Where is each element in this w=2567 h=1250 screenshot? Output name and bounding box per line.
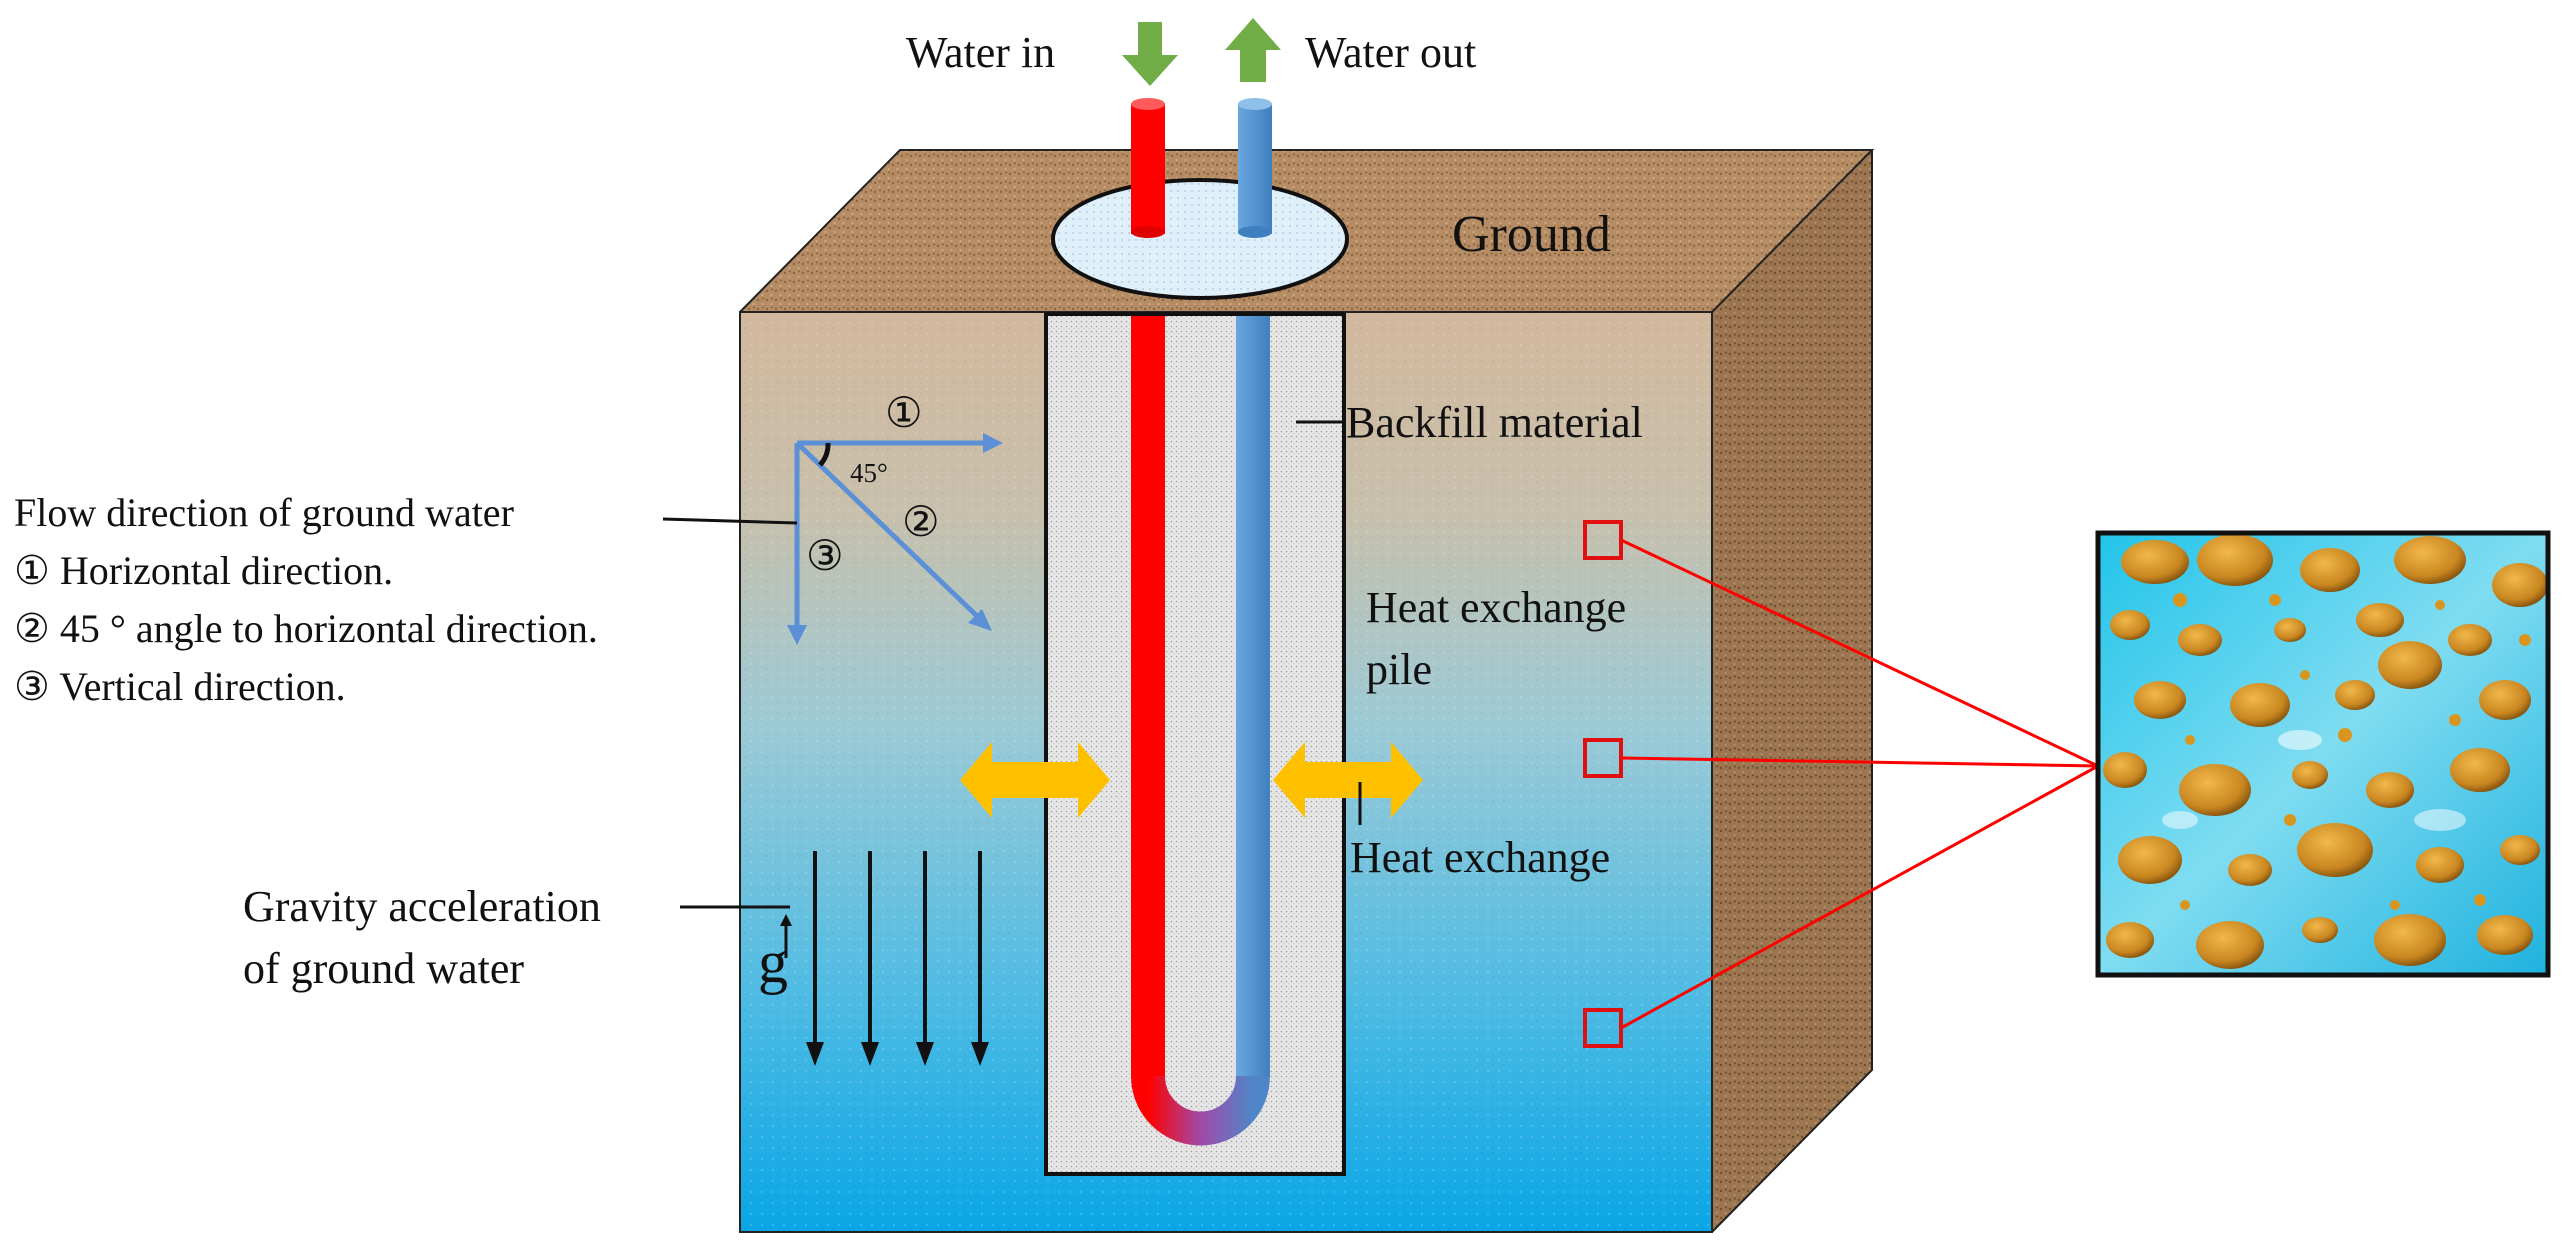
backfill-column [1044, 312, 1346, 1176]
flow-arrow-diagonal [795, 441, 980, 619]
u-tube-pipe [1131, 316, 1270, 1146]
flow-direction-arrows [787, 433, 1003, 645]
angle-label: 45° [850, 458, 888, 488]
heat-exchange-pile-label-line1: Heat exchange [1366, 583, 1627, 632]
angle-arc [818, 442, 831, 467]
hot-pipe-down [1131, 316, 1165, 1078]
backfill-material-label: Backfill material [1346, 398, 1643, 447]
gravity-g-symbol: g [758, 929, 788, 995]
down-arrow-icon [1122, 22, 1178, 86]
sample-markers [1583, 520, 2099, 1048]
heat-exchange-pile-label-line2: pile [1366, 645, 1432, 694]
surface-pipes [1131, 98, 1272, 238]
flow-legend-title: Flow direction of ground water [14, 490, 514, 535]
borehole-opening [1051, 178, 1349, 300]
flow-marker-1: ① [885, 391, 923, 437]
gravity-label-line1: Gravity acceleration [243, 882, 601, 931]
cold-pipe-up [1236, 316, 1270, 1078]
g-vector-arrow [780, 914, 792, 958]
gravity-label-line2: of ground water [243, 944, 525, 993]
double-arrow-icon [960, 742, 1110, 818]
soil-side-face [1712, 150, 1872, 1232]
flow-legend-leader [662, 517, 798, 525]
flow-marker-3: ③ [806, 534, 844, 580]
water-in-label: Water in [906, 28, 1056, 77]
flow-legend-item-2: ② 45 ° angle to horizontal direction. [14, 606, 598, 651]
up-arrow-icon [1225, 18, 1281, 82]
ground-label: Ground [1452, 206, 1611, 263]
flow-marker-2: ② [902, 500, 940, 546]
flow-legend-item-3: ③ Vertical direction. [14, 664, 346, 709]
gravity-arrows [806, 851, 989, 1066]
porous-media-closeup [2095, 530, 2551, 978]
double-arrow-icon [1273, 742, 1423, 818]
u-bend [1131, 1075, 1270, 1146]
flow-legend-item-1: ① Horizontal direction. [14, 548, 394, 593]
water-out-label: Water out [1305, 28, 1477, 77]
heat-exchange-label: Heat exchange [1350, 833, 1611, 882]
